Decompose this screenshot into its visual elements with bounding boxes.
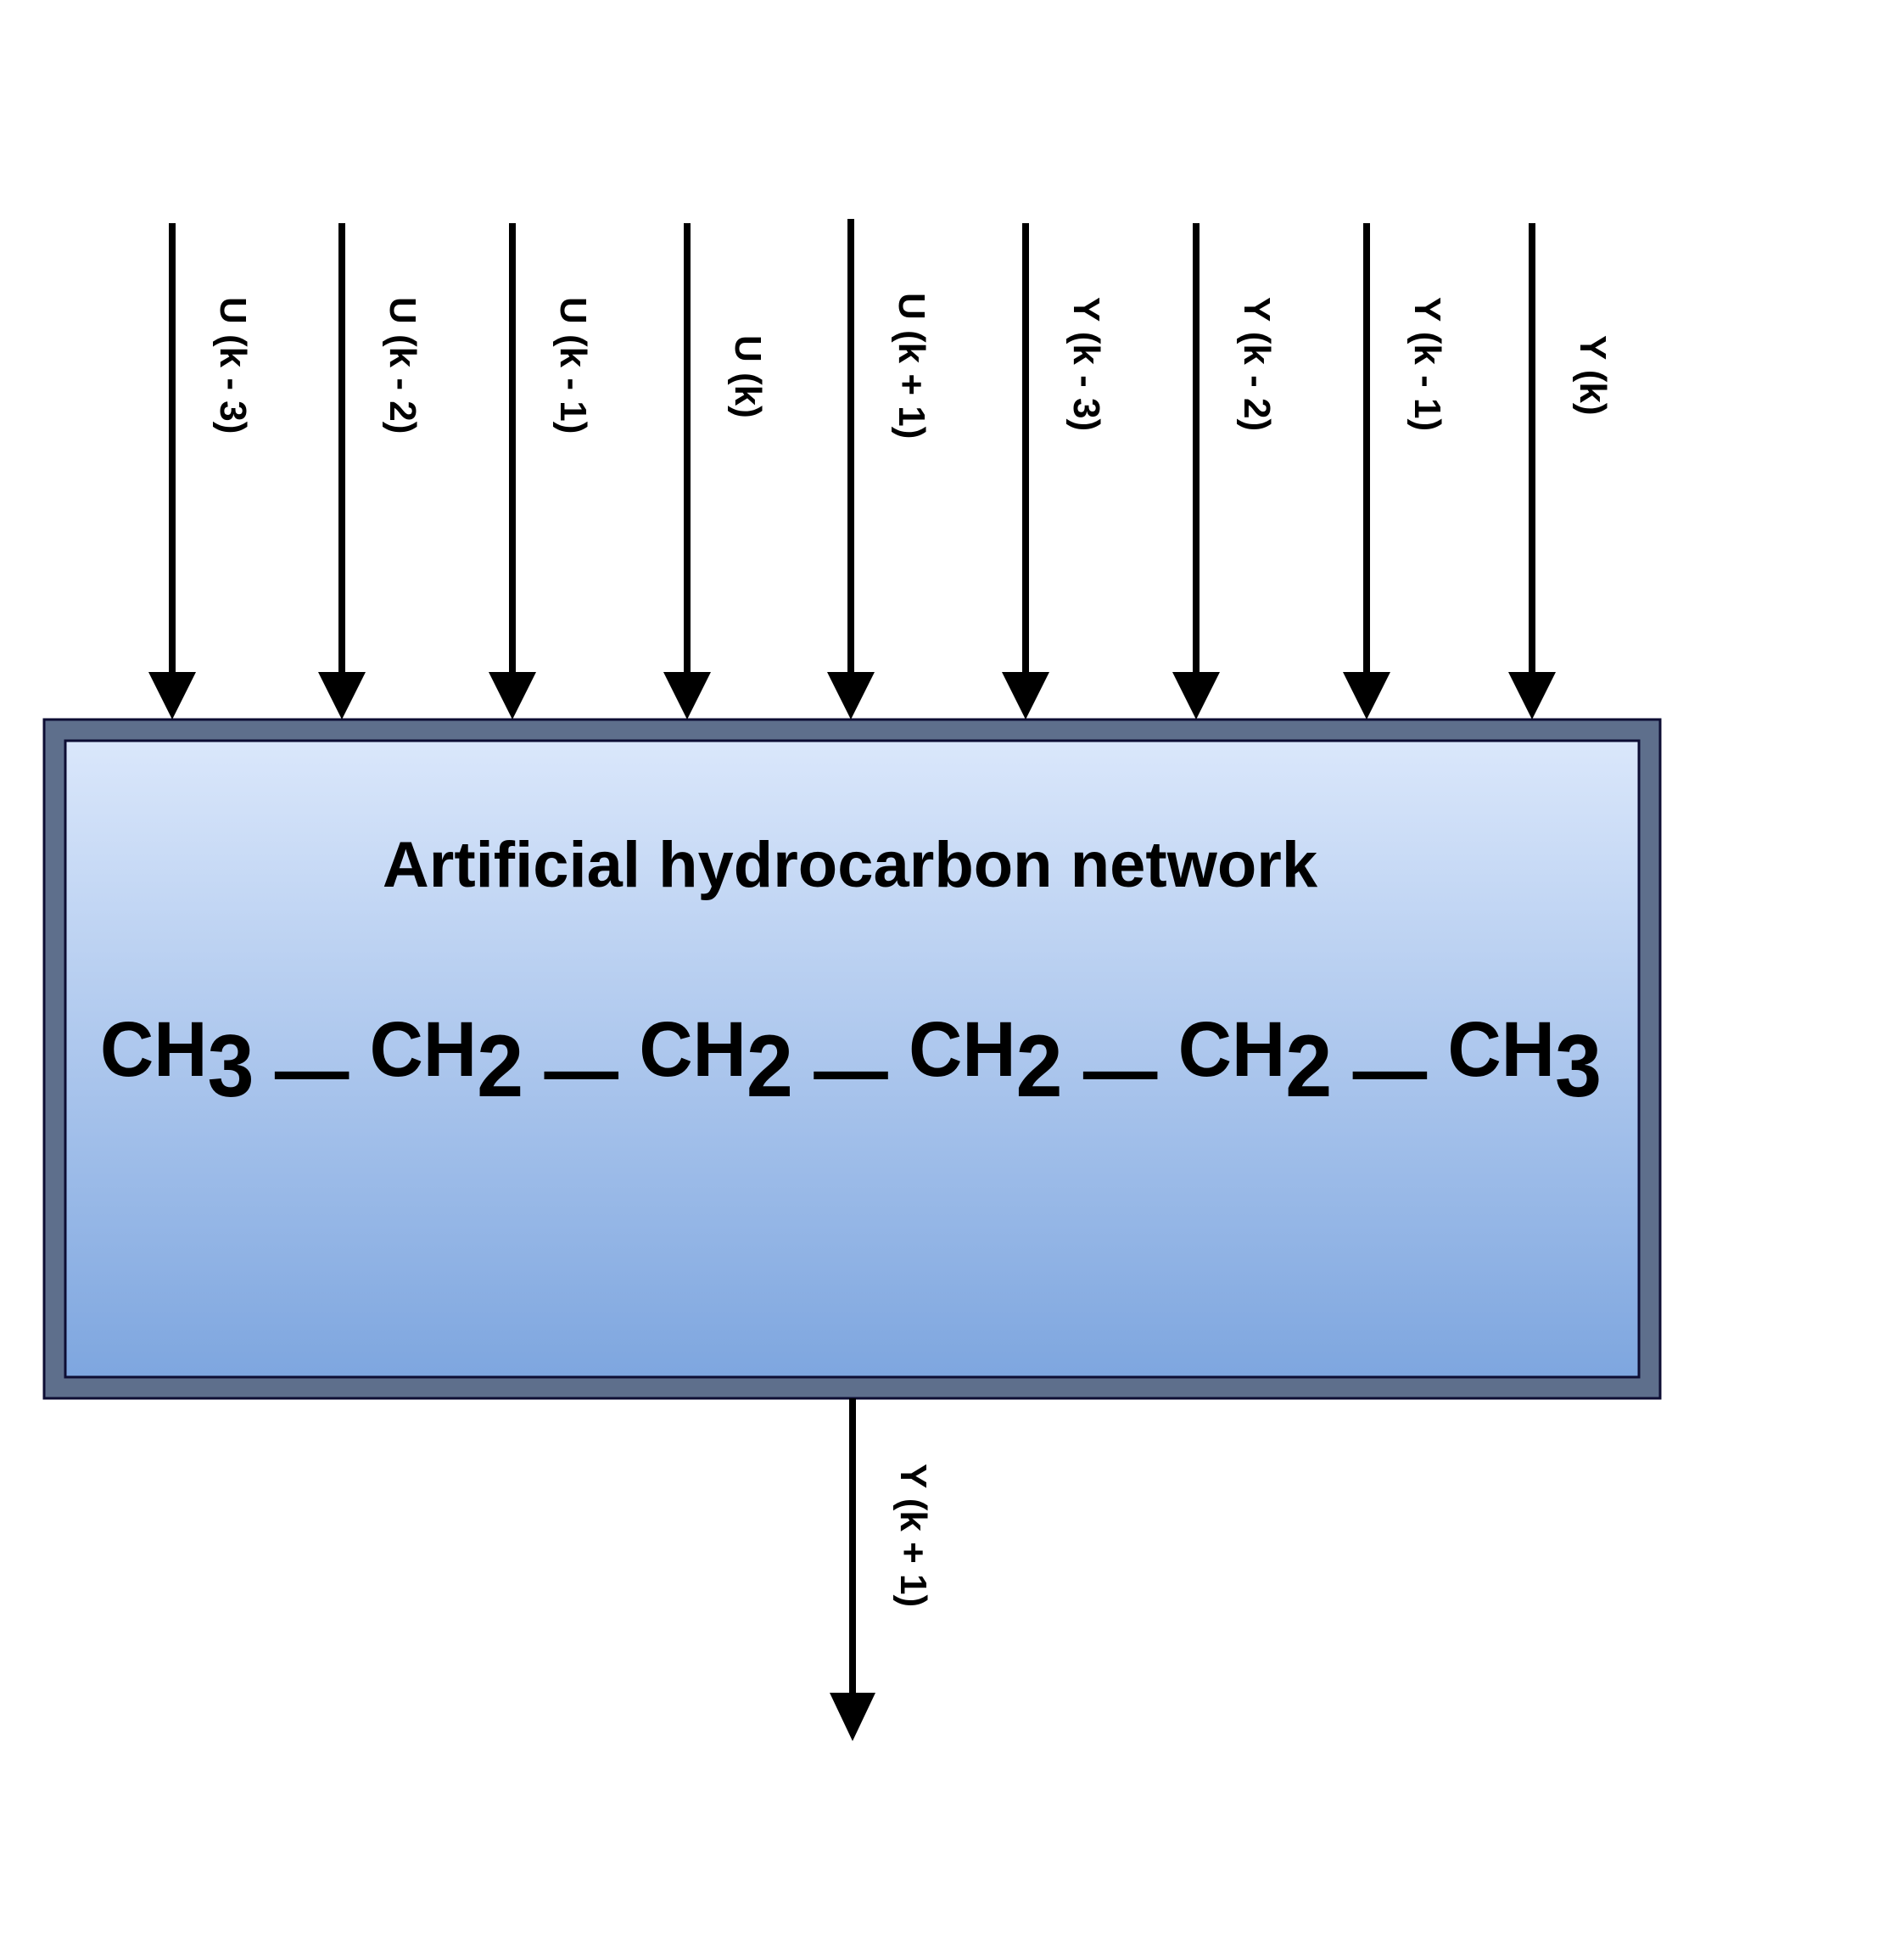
chain-formula: CH3 — CH2 — CH2 — CH2 — CH2 — CH3	[100, 1006, 1602, 1116]
input-label: U (k - 1)	[552, 297, 594, 434]
chain-unit-base: CH	[349, 1006, 477, 1093]
input-label: U (k + 1)	[891, 293, 932, 439]
chain-bond: —	[1332, 1027, 1427, 1113]
input-label: Y (k - 2)	[1236, 297, 1278, 431]
output-arrow: Y (k + 1)	[830, 1398, 934, 1741]
chain-bond: —	[254, 1027, 350, 1113]
input-label: U (k)	[727, 335, 769, 418]
input-arrow-head	[1508, 672, 1556, 720]
chain-bond: —	[1063, 1027, 1158, 1113]
input-arrow: U (k - 3)	[148, 223, 254, 720]
chain-unit-base: CH	[618, 1006, 747, 1093]
input-arrow-head	[663, 672, 711, 720]
chain-bond: —	[793, 1027, 888, 1113]
input-arrow-head	[1172, 672, 1220, 720]
output-arrow-head	[830, 1693, 875, 1741]
network-block: Artificial hydrocarbon network CH3 — CH2…	[42, 718, 1662, 1400]
input-arrow: Y (k - 1)	[1343, 223, 1448, 720]
input-arrow: U (k - 2)	[318, 223, 423, 720]
input-arrow-head	[827, 672, 875, 720]
input-arrows: U (k - 3) U (k - 2) U (k - 1) U (k) U (k + 1…	[148, 219, 1613, 720]
chain-unit-base: CH	[100, 1006, 207, 1093]
input-label: Y (k - 1)	[1406, 297, 1448, 431]
chain-unit-subscript: 3	[207, 1017, 254, 1116]
chain-unit-subscript: 2	[1285, 1017, 1332, 1116]
input-label: U (k - 2)	[382, 297, 423, 434]
chain-unit-base: CH	[888, 1006, 1016, 1093]
input-arrow: U (k - 1)	[489, 223, 594, 720]
input-label: U (k - 3)	[212, 297, 254, 434]
network-title: Artificial hydrocarbon network	[383, 829, 1318, 901]
input-arrow: U (k + 1)	[827, 219, 932, 720]
chain-unit-subscript: 2	[747, 1017, 793, 1116]
input-arrow: U (k)	[663, 223, 769, 720]
chain-unit-subscript: 3	[1555, 1017, 1602, 1116]
chain-bond: —	[523, 1027, 618, 1113]
chain-unit-subscript: 2	[477, 1017, 523, 1116]
input-arrow-head	[1343, 672, 1390, 720]
output-label: Y (k + 1)	[892, 1464, 934, 1607]
chain-unit-base: CH	[1157, 1006, 1285, 1093]
input-arrow: Y (k - 2)	[1172, 223, 1278, 720]
input-arrow-head	[1002, 672, 1049, 720]
chain-unit-subscript: 2	[1016, 1017, 1063, 1116]
input-label: Y (k)	[1572, 335, 1613, 416]
chain-unit-base: CH	[1427, 1006, 1555, 1093]
input-label: Y (k - 3)	[1065, 297, 1107, 431]
input-arrow: Y (k - 3)	[1002, 223, 1107, 720]
input-arrow-head	[318, 672, 366, 720]
network-body	[64, 739, 1641, 1379]
input-arrow-head	[489, 672, 536, 720]
input-arrow: Y (k)	[1508, 223, 1613, 720]
input-arrow-head	[148, 672, 196, 720]
hydrocarbon-chain: CH3 — CH2 — CH2 — CH2 — CH2 — CH3	[100, 1006, 1602, 1116]
